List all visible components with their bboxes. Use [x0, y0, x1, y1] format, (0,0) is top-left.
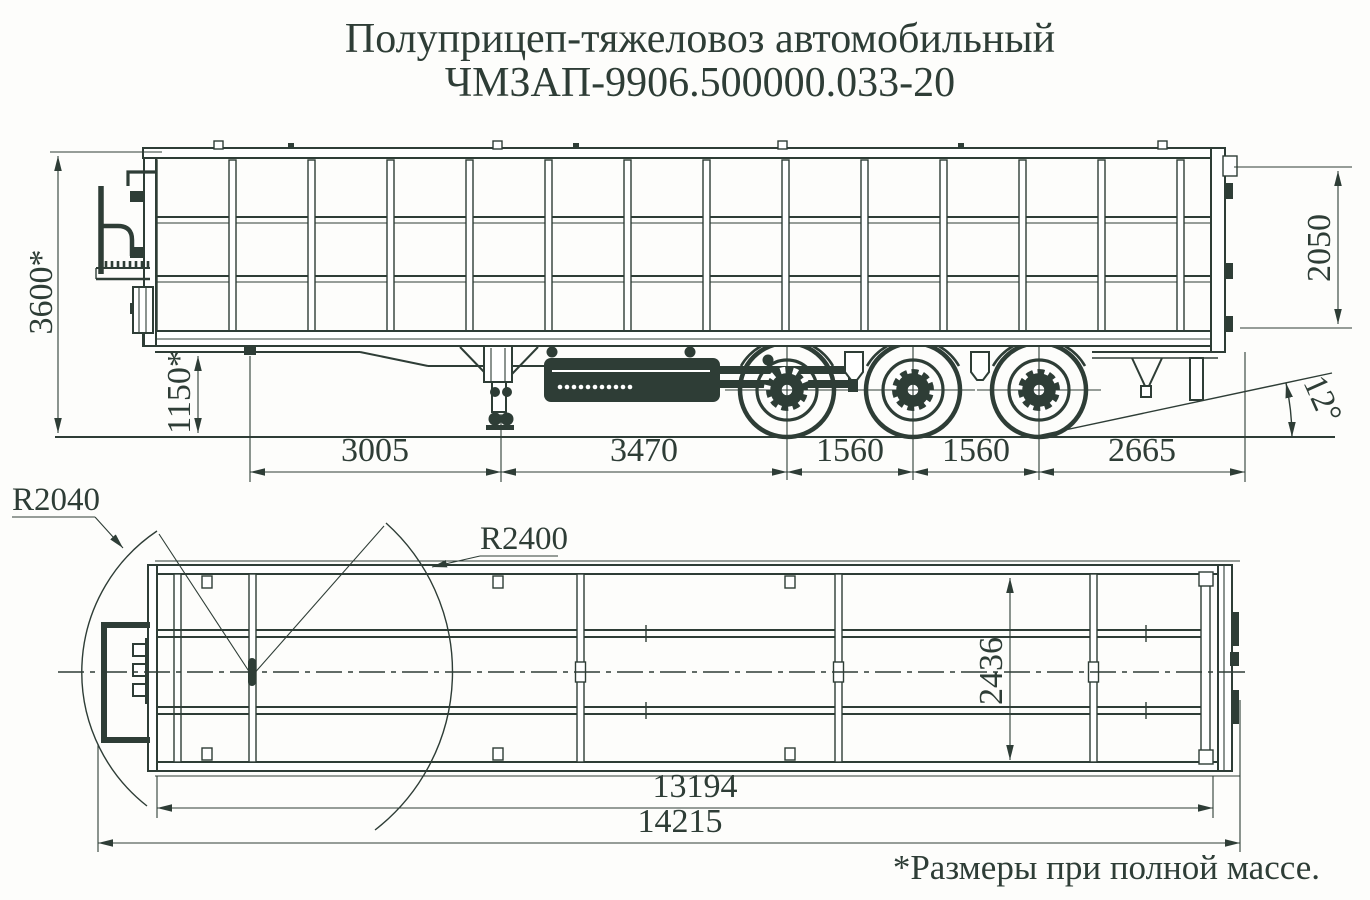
dim-front-swing-radius: R2400 — [480, 521, 568, 557]
dim-kingpin-to-support: 3005 — [341, 432, 409, 469]
side-view-dimensions: 3600* 1150* 2050 12° 3005 3470 — [23, 151, 1352, 482]
landing-leg — [459, 345, 539, 430]
suspension-hanger — [970, 351, 990, 381]
footnote: *Размеры при полной массе. — [893, 848, 1320, 887]
dim-axle-spacing-1: 1560 — [816, 432, 884, 469]
front-step-detail — [95, 170, 155, 334]
swing-radius-arcs — [81, 522, 454, 831]
wheels — [725, 330, 1101, 480]
dim-platform-width: 2436 — [973, 637, 1010, 705]
dim-side-height: 2050 — [1301, 214, 1338, 282]
kingpin — [244, 346, 256, 355]
side-view-body — [95, 140, 1238, 353]
dim-support-to-axle1: 3470 — [610, 432, 678, 469]
dim-overall-height: 3600* — [23, 250, 60, 335]
drawing-title-line1: Полуприцеп-тяжеловоз автомобильный — [345, 16, 1055, 62]
dim-platform-length: 13194 — [653, 768, 738, 805]
side-view: 3600* 1150* 2050 12° 3005 3470 — [23, 140, 1352, 482]
drawing-title-line2: ЧМЗАП-9906.500000.033-20 — [445, 60, 955, 106]
plan-view: R2040 R2400 2436 13194 14215 — [12, 482, 1250, 852]
dim-rear-overhang: 2665 — [1108, 432, 1176, 469]
dim-frame-height: 1150* — [161, 350, 198, 434]
dim-axle-spacing-2: 1560 — [942, 432, 1010, 469]
side-view-chassis — [155, 330, 1218, 480]
title-block: Полуприцеп-тяжеловоз автомобильный ЧМЗАП… — [345, 16, 1055, 106]
dim-front-corner-radius: R2040 — [12, 482, 100, 518]
plan-view-dimensions: R2040 R2400 2436 13194 14215 — [12, 482, 1241, 852]
plan-view-platform — [101, 560, 1240, 777]
mud-flap — [1189, 357, 1204, 401]
suspension-hanger — [844, 351, 864, 381]
dim-overall-length: 14215 — [638, 803, 723, 840]
